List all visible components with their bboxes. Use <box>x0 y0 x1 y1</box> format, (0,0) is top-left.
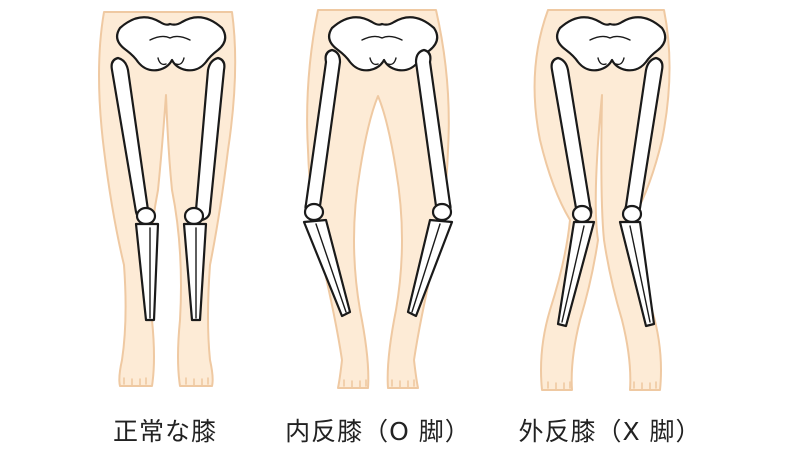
normal-left-shin <box>134 222 160 322</box>
normal-pelvis <box>115 16 227 72</box>
normal-left-kneecap <box>135 206 157 226</box>
o-legs-left-kneecap <box>303 202 325 222</box>
o-legs-right-kneecap <box>431 202 453 222</box>
o-legs-figure <box>302 9 454 389</box>
normal-right-shin <box>182 222 208 322</box>
x-legs-pelvis <box>555 16 667 72</box>
x-legs-figure <box>533 9 671 391</box>
caption-o-legs: 内反膝（O 脚） <box>285 417 471 446</box>
normal-knee-figure <box>98 11 237 387</box>
x-legs-left-kneecap <box>571 204 593 224</box>
x-legs-right-kneecap <box>621 204 643 224</box>
normal-right-kneecap <box>183 206 205 226</box>
caption-normal-knee: 正常な膝 <box>112 417 217 446</box>
caption-x-legs: 外反膝（X 脚） <box>518 417 702 446</box>
